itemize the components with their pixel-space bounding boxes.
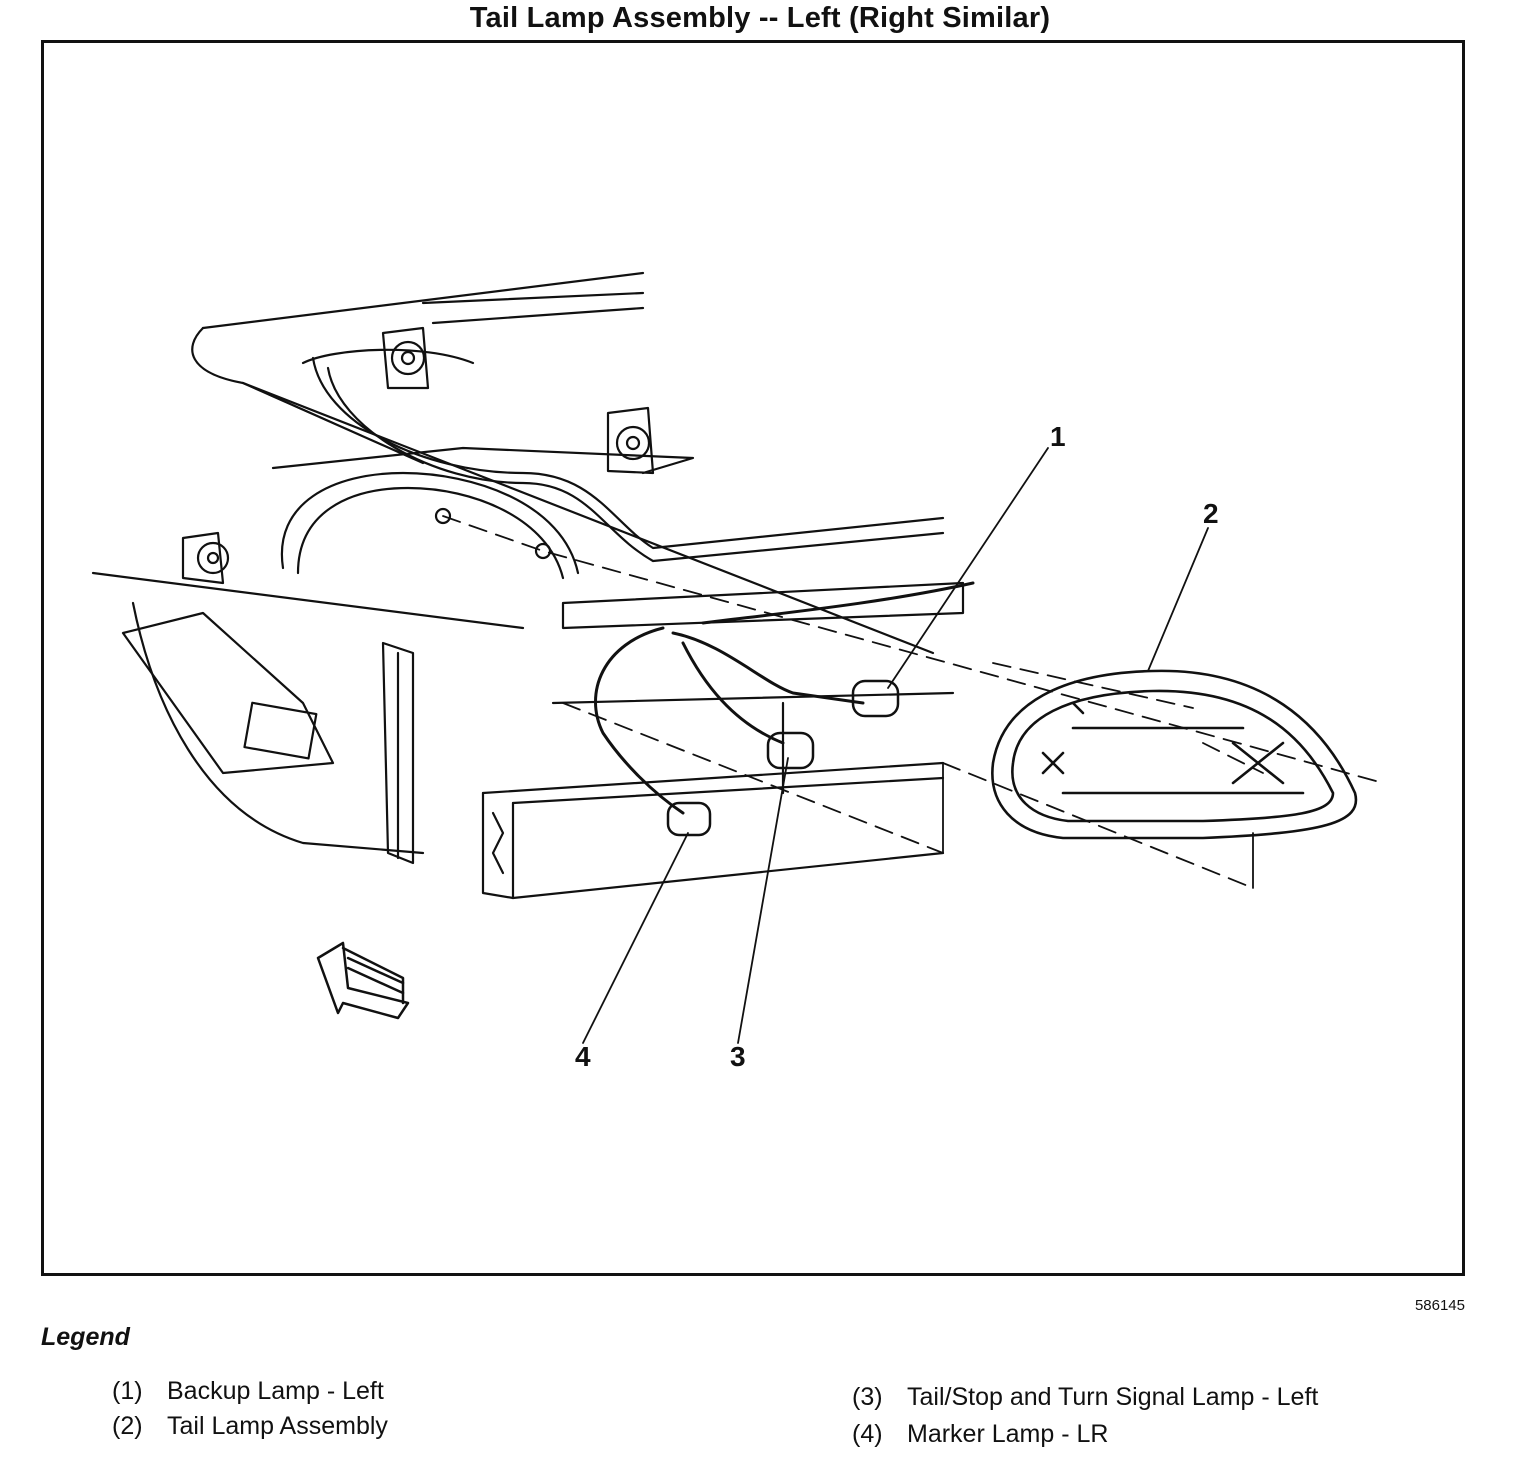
projection-lines	[942, 762, 1254, 889]
illustration-frame: 1 2 3 4	[41, 40, 1465, 1276]
alignment-lines	[242, 382, 1384, 889]
legend-number: (3)	[852, 1383, 883, 1411]
wiring-harness	[594, 581, 975, 815]
quarter-panel-outline	[91, 471, 580, 865]
bulb-socket-icons	[666, 679, 900, 837]
figure-number: 586145	[1414, 1297, 1465, 1314]
callout-2: 2	[1203, 498, 1219, 529]
callout-leaders	[582, 447, 1209, 1044]
legend-number: (2)	[112, 1412, 143, 1440]
trunk-lid-outline	[191, 271, 945, 655]
legend-item: (1) Backup Lamp - Left	[112, 1377, 384, 1406]
tail-lamp-housing	[991, 669, 1358, 840]
callout-4: 4	[575, 1041, 591, 1072]
legend-item: (4) Marker Lamp - LR	[852, 1420, 1108, 1449]
diagram-title: Tail Lamp Assembly -- Left (Right Simila…	[469, 2, 1051, 34]
mounting-nut-icons	[181, 326, 655, 585]
legend-item: (3) Tail/Stop and Turn Signal Lamp - Left	[852, 1383, 1318, 1412]
legend-label: Marker Lamp - LR	[907, 1420, 1109, 1448]
rear-panel-rails	[481, 581, 965, 900]
legend-number: (1)	[112, 1377, 143, 1405]
legend-heading: Legend	[41, 1323, 130, 1351]
tail-lamp-illustration: 1 2 3 4	[91, 271, 1384, 1072]
front-direction-arrow-icon	[316, 941, 410, 1020]
legend-label: Tail Lamp Assembly	[167, 1412, 388, 1440]
legend-label: Backup Lamp - Left	[167, 1377, 384, 1405]
legend-number: (4)	[852, 1420, 883, 1448]
legend-label: Tail/Stop and Turn Signal Lamp - Left	[907, 1383, 1319, 1411]
callout-3: 3	[730, 1041, 746, 1072]
legend-item: (2) Tail Lamp Assembly	[112, 1412, 388, 1441]
callout-1: 1	[1050, 421, 1066, 452]
